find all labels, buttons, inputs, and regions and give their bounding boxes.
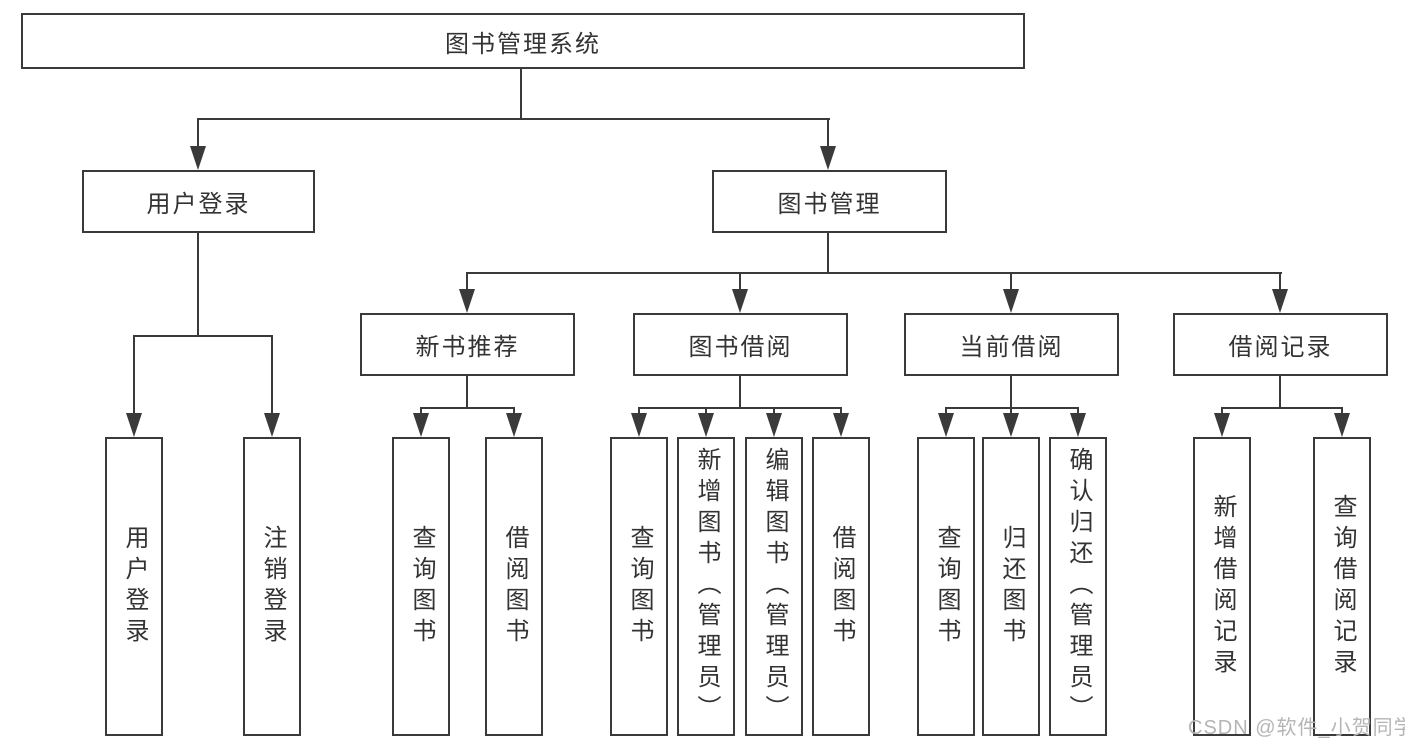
connector-root-split xyxy=(197,118,830,120)
connector-arrow-current-borrow xyxy=(1010,272,1012,291)
node-current-borrow: 当前借阅 xyxy=(904,313,1119,376)
node-book-borrow: 图书借阅 xyxy=(633,313,848,376)
leaf-bb-add-books: 新增图书（管理员） xyxy=(677,437,735,736)
connector-arrow-borrow-records xyxy=(1279,272,1281,291)
arrowhead-cb-confirm xyxy=(1070,413,1086,437)
arrowhead-leaf-login xyxy=(126,413,142,437)
leaf-cb-query-books-label: 查询图书 xyxy=(933,524,960,649)
connector-arrow-bb-edit xyxy=(773,407,775,415)
node-current-borrow-label: 当前借阅 xyxy=(959,334,1064,361)
leaf-bb-query-books-label: 查询图书 xyxy=(626,524,653,649)
arrowhead-cb-return xyxy=(1003,413,1019,437)
arrowhead-bb-edit xyxy=(766,413,782,437)
node-user-login: 用户登录 xyxy=(82,170,315,233)
leaf-br-add-record-label: 新增借阅记录 xyxy=(1209,493,1236,680)
leaf-br-add-record: 新增借阅记录 xyxy=(1193,437,1251,736)
connector-arrow-book-mgmt xyxy=(827,118,829,148)
connector-new-book-rec-split xyxy=(420,407,515,409)
arrowhead-cb-query xyxy=(938,413,954,437)
arrowhead-nbr-borrow xyxy=(506,413,522,437)
connector-arrow-bb-add xyxy=(705,407,707,415)
leaf-nbr-borrow-books-label: 借阅图书 xyxy=(501,524,528,649)
leaf-cb-return-books: 归还图书 xyxy=(982,437,1040,736)
arrowhead-current-borrow xyxy=(1003,289,1019,313)
connector-arrow-br-add xyxy=(1221,407,1223,415)
leaf-bb-edit-books-label: 编辑图书（管理员） xyxy=(761,447,788,726)
connector-root-trunk xyxy=(520,69,522,118)
arrowhead-book-borrow xyxy=(732,289,748,313)
arrowhead-br-add xyxy=(1214,413,1230,437)
connector-user-login-drop xyxy=(197,233,199,335)
leaf-bb-query-books: 查询图书 xyxy=(610,437,668,736)
node-root-label: 图书管理系统 xyxy=(445,30,601,58)
connector-new-book-rec-drop xyxy=(466,376,468,407)
leaf-user-login-label: 用户登录 xyxy=(121,524,148,649)
node-book-mgmt: 图书管理 xyxy=(712,170,947,233)
csdn-watermark: CSDN @软件_小贺同学 xyxy=(1188,717,1405,739)
leaf-nbr-query-books-label: 查询图书 xyxy=(408,524,435,649)
node-new-book-rec: 新书推荐 xyxy=(360,313,575,376)
arrowhead-bb-add xyxy=(698,413,714,437)
arrowhead-bb-borrow xyxy=(833,413,849,437)
leaf-bb-borrow-books: 借阅图书 xyxy=(812,437,870,736)
connector-book-mgmt-drop xyxy=(827,233,829,272)
connector-current-borrow-drop xyxy=(1010,376,1012,407)
arrowhead-nbr-query xyxy=(413,413,429,437)
node-book-mgmt-label: 图书管理 xyxy=(777,191,882,218)
arrowhead-bb-query xyxy=(631,413,647,437)
leaf-nbr-borrow-books: 借阅图书 xyxy=(485,437,543,736)
arrowhead-book-mgmt xyxy=(820,146,836,170)
connector-arrow-nbr-query xyxy=(420,407,422,415)
leaf-cb-confirm-return-label: 确认归还（管理员） xyxy=(1065,447,1092,726)
connector-book-mgmt-split xyxy=(466,272,1282,274)
node-borrow-records: 借阅记录 xyxy=(1173,313,1388,376)
connector-book-borrow-drop xyxy=(739,376,741,407)
arrowhead-user-login xyxy=(190,146,206,170)
node-borrow-records-label: 借阅记录 xyxy=(1228,334,1333,361)
leaf-cb-return-books-label: 归还图书 xyxy=(998,524,1025,649)
connector-borrow-records-drop xyxy=(1279,376,1281,407)
connector-arrow-leaf-logout xyxy=(271,335,273,415)
leaf-nbr-query-books: 查询图书 xyxy=(392,437,450,736)
connector-arrow-nbr-borrow xyxy=(513,407,515,415)
connector-arrow-user-login xyxy=(197,118,199,148)
connector-arrow-leaf-login xyxy=(133,335,135,415)
connector-arrow-cb-return xyxy=(1010,407,1012,415)
leaf-user-login: 用户登录 xyxy=(105,437,163,736)
leaf-bb-borrow-books-label: 借阅图书 xyxy=(828,524,855,649)
connector-arrow-cb-confirm xyxy=(1077,407,1079,415)
connector-arrow-cb-query xyxy=(945,407,947,415)
connector-arrow-bb-query xyxy=(638,407,640,415)
node-user-login-label: 用户登录 xyxy=(146,191,251,218)
arrowhead-new-book-rec xyxy=(459,289,475,313)
leaf-logout-label: 注销登录 xyxy=(259,524,286,649)
leaf-br-query-record-label: 查询借阅记录 xyxy=(1329,493,1356,680)
arrowhead-leaf-logout xyxy=(264,413,280,437)
leaf-bb-edit-books: 编辑图书（管理员） xyxy=(745,437,803,736)
arrowhead-borrow-records xyxy=(1272,289,1288,313)
node-new-book-rec-label: 新书推荐 xyxy=(415,334,520,361)
connector-arrow-new-book-rec xyxy=(466,272,468,291)
connector-borrow-records-split xyxy=(1221,407,1343,409)
connector-arrow-br-query xyxy=(1341,407,1343,415)
connector-arrow-bb-borrow xyxy=(840,407,842,415)
node-root: 图书管理系统 xyxy=(21,13,1025,69)
connector-user-login-split xyxy=(133,335,273,337)
leaf-cb-query-books: 查询图书 xyxy=(917,437,975,736)
leaf-br-query-record: 查询借阅记录 xyxy=(1313,437,1371,736)
connector-arrow-book-borrow xyxy=(739,272,741,291)
connector-current-borrow-split xyxy=(945,407,1079,409)
leaf-logout: 注销登录 xyxy=(243,437,301,736)
leaf-bb-add-books-label: 新增图书（管理员） xyxy=(693,447,720,726)
arrowhead-br-query xyxy=(1334,413,1350,437)
node-book-borrow-label: 图书借阅 xyxy=(688,334,793,361)
leaf-cb-confirm-return: 确认归还（管理员） xyxy=(1049,437,1107,736)
connector-book-borrow-split xyxy=(638,407,842,409)
